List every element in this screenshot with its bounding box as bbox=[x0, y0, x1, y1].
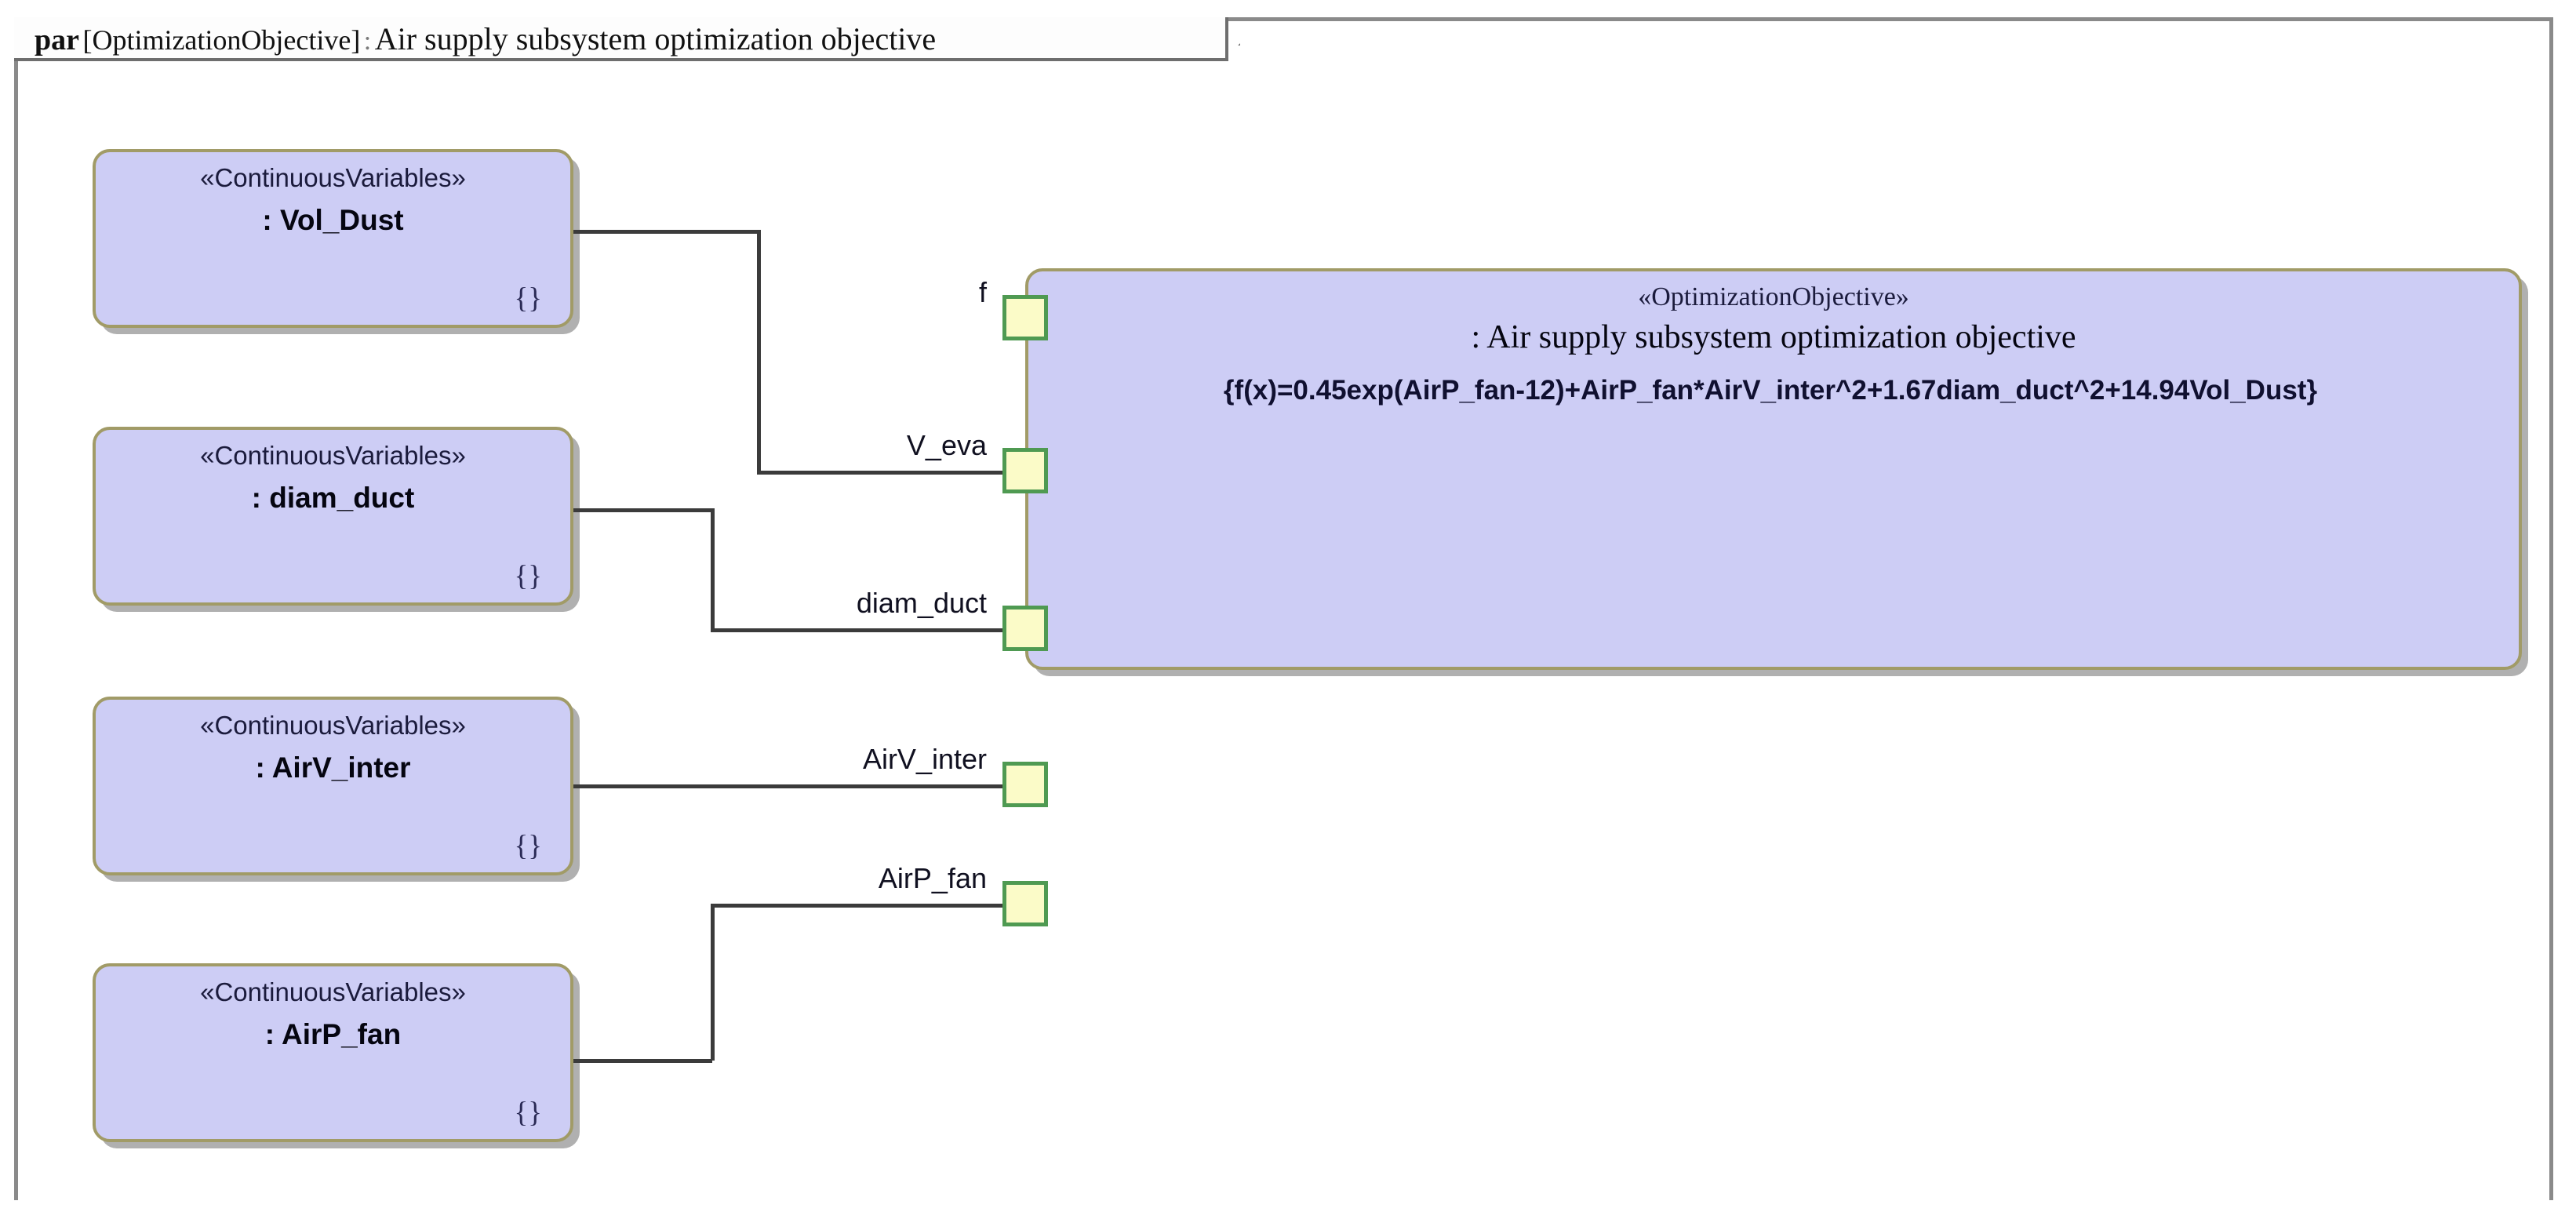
diagram-context-name: [OptimizationObjective] bbox=[82, 24, 361, 56]
block-name: : diam_duct bbox=[251, 482, 415, 514]
block-constraint-compartment: {} bbox=[514, 1097, 542, 1129]
port-label-airp-fan: AirP_fan bbox=[878, 862, 987, 894]
connector-airp-fan-segment-h2 bbox=[711, 904, 1028, 908]
objective-equation: {f(x)=0.45exp(AirP_fan-12)+AirP_fan*AirV… bbox=[1223, 375, 2318, 406]
connector-vol-dust-segment-h2 bbox=[757, 471, 1028, 475]
diagram-header-separator: : bbox=[363, 27, 372, 56]
block-stereotype: «ContinuousVariables» bbox=[200, 441, 466, 470]
port-label-v-eva: V_eva bbox=[906, 429, 987, 461]
connector-airp-fan-segment-h1 bbox=[573, 1059, 712, 1063]
port-label-f: f bbox=[978, 276, 987, 308]
connector-airv-inter-segment-h bbox=[573, 784, 1028, 788]
variable-block-vol-dust[interactable]: «ContinuousVariables» : Vol_Dust {} bbox=[93, 149, 573, 328]
port-airv-inter[interactable] bbox=[1002, 762, 1048, 807]
diagram-frame-header bbox=[14, 17, 1228, 61]
objective-name: : Air supply subsystem optimization obje… bbox=[1471, 319, 2076, 355]
variable-block-airv-inter[interactable]: «ContinuousVariables» : AirV_inter {} bbox=[93, 697, 573, 875]
connector-diam-duct-segment-v bbox=[711, 508, 715, 631]
block-name: : Vol_Dust bbox=[262, 204, 404, 236]
diagram-title: Air supply subsystem optimization object… bbox=[374, 21, 937, 56]
objective-stereotype: «OptimizationObjective» bbox=[1638, 282, 1909, 311]
block-name: : AirV_inter bbox=[255, 751, 411, 784]
diagram-kind-keyword: par bbox=[35, 24, 79, 56]
optimization-objective-block[interactable]: «OptimizationObjective» : Air supply sub… bbox=[1025, 268, 2522, 670]
block-stereotype: «ContinuousVariables» bbox=[200, 711, 466, 740]
diagram-header-label: par [OptimizationObjective] : Air supply… bbox=[35, 20, 936, 58]
block-name: : AirP_fan bbox=[264, 1018, 402, 1050]
diagram-frame bbox=[14, 17, 2553, 1200]
port-v-eva[interactable] bbox=[1002, 448, 1048, 493]
connector-diam-duct-segment-h2 bbox=[711, 628, 1028, 632]
connector-vol-dust-segment-v bbox=[757, 230, 761, 473]
port-diam-duct[interactable] bbox=[1002, 606, 1048, 651]
variable-block-diam-duct[interactable]: «ContinuousVariables» : diam_duct {} bbox=[93, 427, 573, 606]
diagram-frame-header-notch bbox=[1212, 17, 1240, 45]
variable-block-airp-fan[interactable]: «ContinuousVariables» : AirP_fan {} bbox=[93, 963, 573, 1142]
port-f[interactable] bbox=[1002, 295, 1048, 340]
connector-diam-duct-segment-h1 bbox=[573, 508, 712, 512]
block-stereotype: «ContinuousVariables» bbox=[200, 163, 466, 192]
connector-airp-fan-segment-v bbox=[711, 904, 715, 1061]
block-constraint-compartment: {} bbox=[514, 560, 542, 592]
connector-vol-dust-segment-h1 bbox=[573, 230, 759, 234]
block-constraint-compartment: {} bbox=[514, 830, 542, 862]
block-constraint-compartment: {} bbox=[514, 282, 542, 315]
port-label-airv-inter: AirV_inter bbox=[862, 743, 987, 775]
block-stereotype: «ContinuousVariables» bbox=[200, 977, 466, 1006]
port-airp-fan[interactable] bbox=[1002, 881, 1048, 926]
port-label-diam-duct: diam_duct bbox=[856, 587, 987, 619]
